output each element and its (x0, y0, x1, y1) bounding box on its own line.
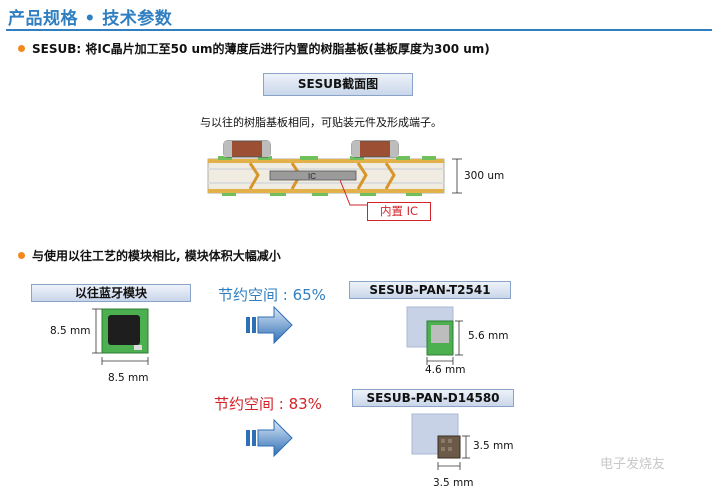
old-module-image (92, 308, 149, 365)
module-d14580-label: SESUB-PAN-D14580 (352, 389, 514, 407)
module-t2541-label: SESUB-PAN-T2541 (349, 281, 511, 299)
section2-bullet: 与使用以往工艺的模块相比, 模块体积大幅减小 (32, 249, 281, 263)
thickness-label: 300 um (464, 170, 505, 182)
arrow-right-icon (246, 418, 293, 458)
old-module-height: 8.5 mm (50, 325, 91, 337)
sesub-cross-section-diagram: IC (207, 140, 462, 206)
section1-bullet: SESUB: 将IC晶片加工至50 um的薄度后进行内置的树脂基板(基板厚度为3… (32, 42, 490, 56)
space-saving-83: 节约空间 : 83% (214, 395, 322, 413)
cross-section-caption: 与以往的树脂基板相同，可贴装元件及形成端子。 (200, 116, 442, 129)
module-d14580-height: 3.5 mm (473, 440, 514, 452)
page-title: 产品规格 • 技术参数 (8, 9, 173, 29)
watermark-text: 电子发烧友 (600, 457, 666, 472)
module-d14580-width: 3.5 mm (433, 477, 474, 489)
title-divider (6, 29, 712, 31)
module-t2541-image (406, 306, 463, 365)
sesub-cross-section-label: SESUB截面图 (263, 73, 413, 96)
ic-text: IC (308, 172, 316, 181)
old-module-label: 以往蓝牙模块 (31, 284, 191, 302)
old-module-width: 8.5 mm (108, 372, 149, 384)
embedded-ic-label: 内置 IC (367, 202, 431, 221)
bullet-dot-icon (18, 45, 25, 52)
module-d14580-image (411, 413, 470, 470)
arrow-right-icon (246, 305, 293, 345)
module-t2541-width: 4.6 mm (425, 364, 466, 376)
bullet-dot-icon (18, 252, 25, 259)
space-saving-65: 节约空间 : 65% (218, 286, 326, 304)
module-t2541-height: 5.6 mm (468, 330, 509, 342)
